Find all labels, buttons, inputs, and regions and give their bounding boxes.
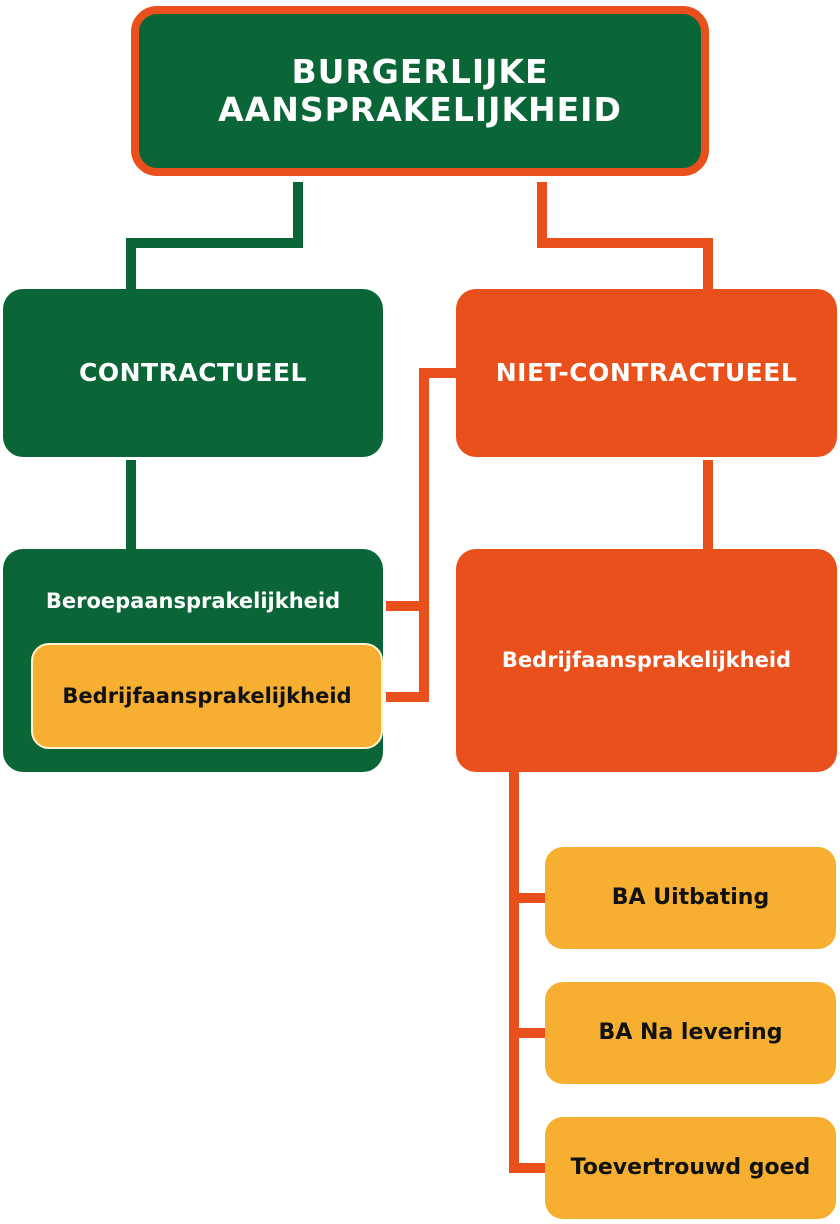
contract-node: CONTRACTUEEL — [3, 289, 383, 457]
leaf-node-toevertrouwd-goed: Toevertrouwd goed — [545, 1117, 836, 1219]
root-label: BURGERLIJKE AANSPRAKELIJKHEID — [218, 52, 622, 129]
contract-sub-label: Bedrijfaansprakelijkheid — [62, 683, 352, 708]
noncontract-detail-node: Bedrijfaansprakelijkheid — [456, 549, 837, 772]
leaf-node-ba-uitbating: BA Uitbating — [545, 847, 836, 949]
noncontract-label: NIET-CONTRACTUEEL — [495, 357, 798, 387]
contract-sub-node: Bedrijfaansprakelijkheid — [31, 643, 383, 749]
noncontract-detail-label: Bedrijfaansprakelijkheid — [501, 648, 792, 673]
connector-root-noncontract — [537, 182, 713, 289]
leaf-label: BA Na levering — [598, 1020, 783, 1046]
noncontract-node: NIET-CONTRACTUEEL — [456, 289, 837, 457]
connector-root-contract — [126, 182, 303, 289]
contract-label: CONTRACTUEEL — [79, 357, 307, 387]
leaf-label: BA Uitbating — [611, 885, 770, 911]
contract-detail-label: Beroepaansprakelijkheid — [45, 589, 341, 613]
leaf-node-ba-na-levering: BA Na levering — [545, 982, 836, 1084]
connector-noncontract-bracket — [386, 368, 456, 702]
leaf-label: Toevertrouwd goed — [570, 1155, 811, 1181]
root-node: BURGERLIJKE AANSPRAKELIJKHEID — [131, 6, 709, 176]
